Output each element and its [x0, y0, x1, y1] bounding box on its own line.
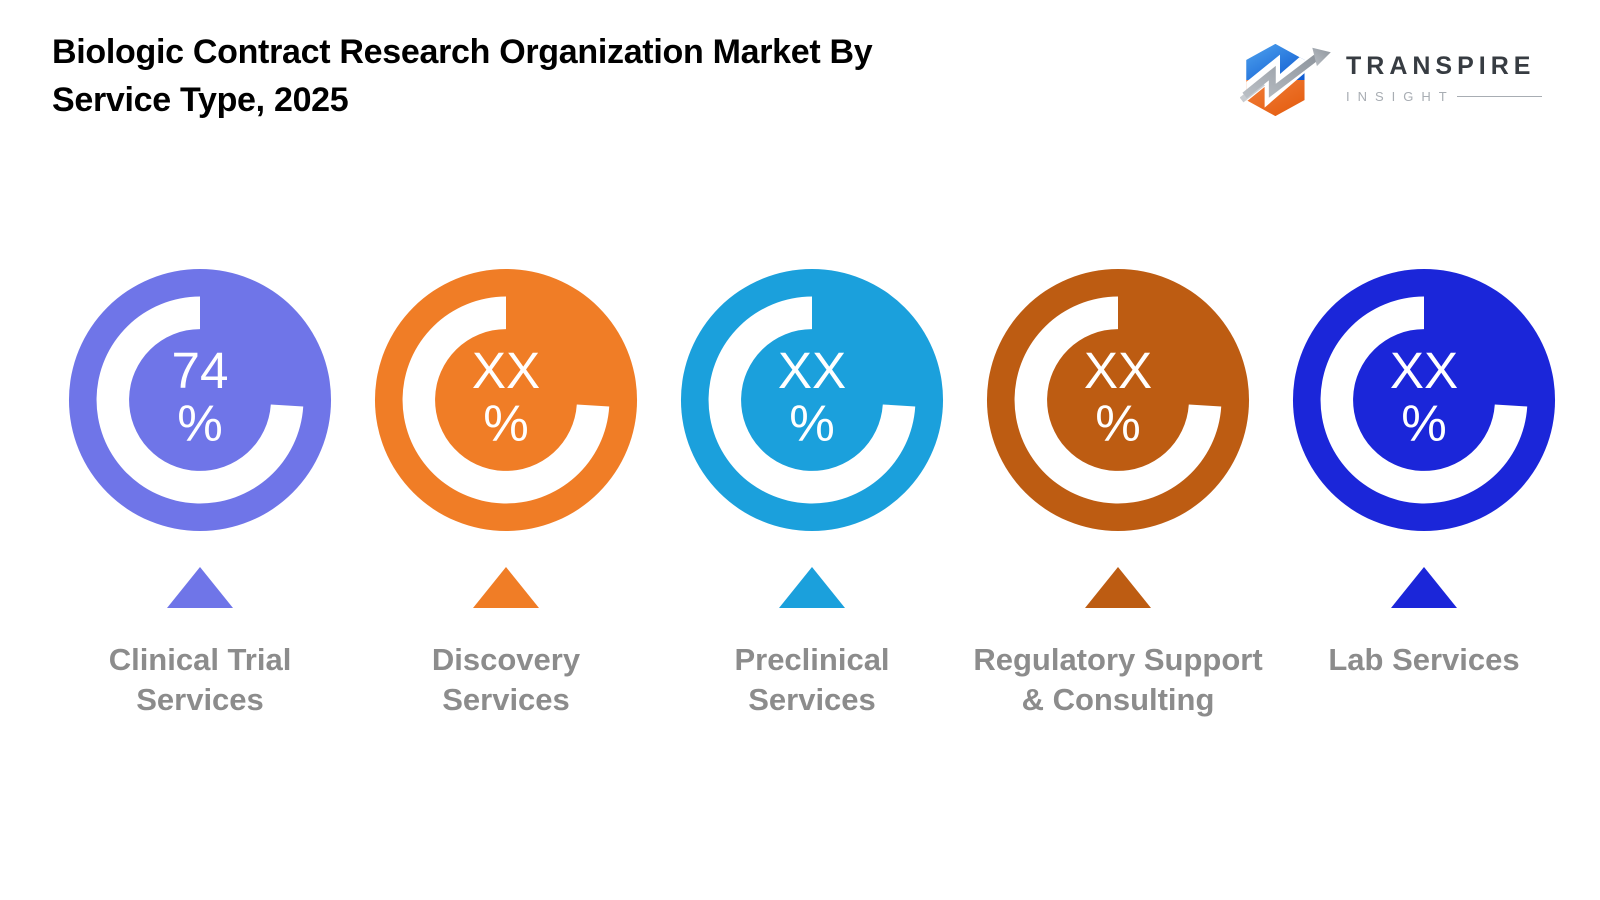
triangle-marker-icon	[1391, 567, 1457, 608]
gauge-arc	[708, 296, 916, 504]
tagline-rule	[1456, 96, 1542, 97]
donut-gauge-icon: 74 %	[68, 268, 332, 532]
page-title: Biologic Contract Research Organization …	[52, 28, 1132, 124]
gauge-value-percent: %	[483, 394, 529, 451]
triangle-marker-icon	[779, 567, 845, 608]
service-label: Preclinical Services	[734, 640, 889, 720]
service-label-line1: Regulatory Support	[973, 642, 1263, 677]
gauge-value-percent: %	[1095, 394, 1141, 451]
service-label-line1: Discovery	[431, 642, 581, 677]
brand-logo: TRANSPIRE INSIGHT	[1240, 30, 1542, 130]
triangle-marker-icon	[167, 567, 233, 608]
service-label-line2: Services	[748, 682, 876, 717]
service-label-line2: Services	[136, 682, 264, 717]
service-gauges-row: 74 % Clinical Trial Services XX % Discov…	[47, 267, 1577, 720]
gauge-value-number: XX	[472, 342, 540, 399]
gauge-arc	[1014, 296, 1222, 504]
page-title-line1: Biologic Contract Research Organization …	[52, 33, 873, 71]
donut-gauge-icon: XX %	[1292, 268, 1556, 532]
triangle-marker-icon	[1085, 567, 1151, 608]
service-label: Lab Services	[1328, 640, 1519, 680]
gauge-arc	[1320, 296, 1528, 504]
brand-tagline-text: INSIGHT	[1346, 89, 1455, 104]
brand-tagline: INSIGHT	[1346, 89, 1542, 104]
donut-gauge-icon: XX %	[374, 268, 638, 532]
brand-name: TRANSPIRE	[1346, 52, 1536, 80]
page-title-line2: Service Type, 2025	[52, 81, 349, 119]
donut-gauge-icon: XX %	[680, 268, 944, 532]
service-item-discovery: XX % Discovery Services	[353, 267, 659, 720]
service-item-preclinical: XX % Preclinical Services	[659, 267, 965, 720]
triangle-marker-icon	[473, 567, 539, 608]
service-label: Discovery Services	[432, 640, 580, 720]
gauge-value-number: XX	[1390, 342, 1458, 399]
gauge-value-number: XX	[1084, 342, 1152, 399]
service-label-line1: Preclinical	[734, 642, 890, 677]
service-label: Clinical Trial Services	[109, 640, 292, 720]
service-item-regulatory: XX % Regulatory Support & Consulting	[965, 267, 1271, 720]
gauge-value-percent: %	[1401, 394, 1447, 451]
gauge-value-number: 74	[172, 342, 229, 399]
service-item-clinical-trial: 74 % Clinical Trial Services	[47, 267, 353, 720]
service-item-lab: XX % Lab Services	[1271, 267, 1577, 720]
gauge-arc	[96, 296, 304, 504]
gauge-value-number: XX	[778, 342, 846, 399]
service-label-line1: Clinical Trial	[108, 642, 292, 677]
brand-logo-text: TRANSPIRE INSIGHT	[1346, 52, 1542, 104]
service-label: Regulatory Support & Consulting	[973, 640, 1262, 720]
gauge-arc	[402, 296, 610, 504]
donut-gauge-icon: XX %	[986, 268, 1250, 532]
transpire-logo-icon	[1240, 43, 1331, 117]
service-label-line1: Lab Services	[1328, 642, 1520, 677]
service-label-line2: & Consulting	[1021, 682, 1215, 717]
gauge-value-percent: %	[177, 394, 223, 451]
gauge-value-percent: %	[789, 394, 835, 451]
service-label-line2: Services	[442, 682, 570, 717]
